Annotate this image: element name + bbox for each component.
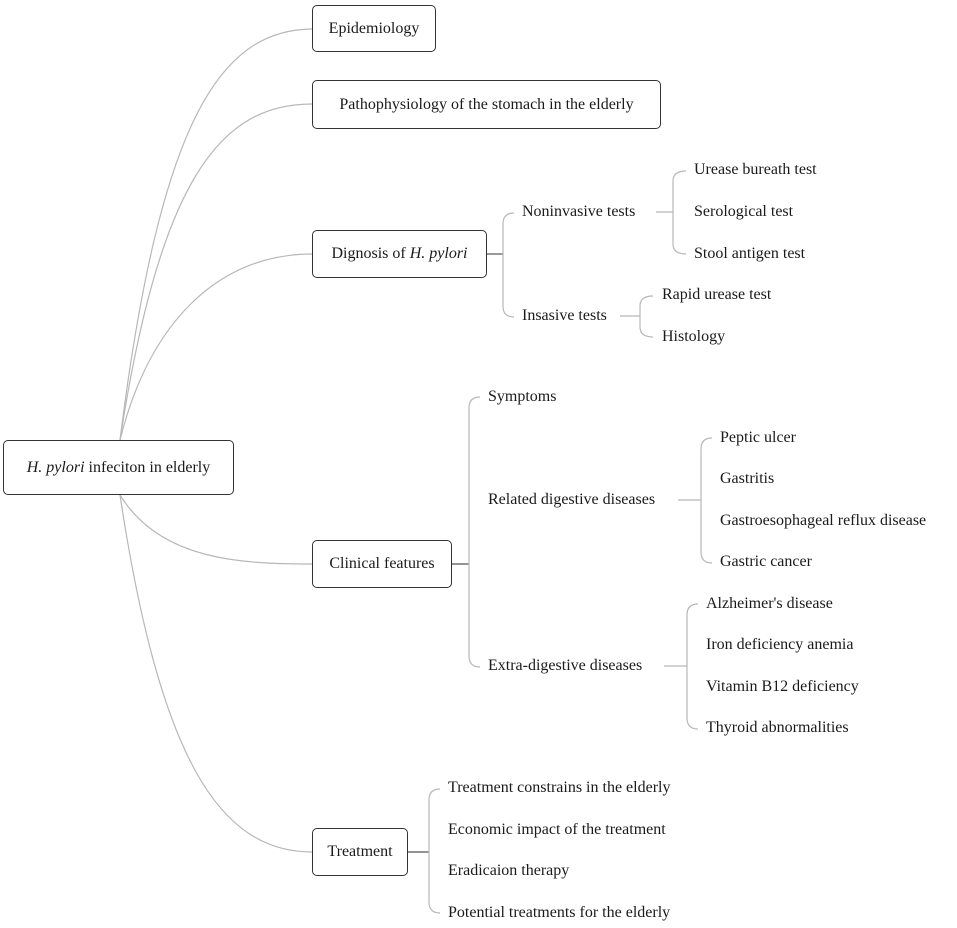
digestive-item: Gastric cancer xyxy=(720,553,812,570)
noninvasive-item: Stool antigen test xyxy=(694,245,806,262)
digestive-item: Gastroesophageal reflux disease xyxy=(720,512,927,529)
link-root-pathophysiology xyxy=(119,103,313,441)
invasive-item: Histology xyxy=(662,328,726,345)
bracket-noninvasive xyxy=(672,170,687,255)
noninvasive-item: Serological test xyxy=(694,203,794,220)
diagnosis-label-prefix: Dignosis of xyxy=(331,245,410,262)
treatment-item: Economic impact of the treatment xyxy=(448,821,666,838)
digestive-item: Peptic ulcer xyxy=(720,429,796,446)
pathophysiology-node: Pathophysiology of the stomach in the el… xyxy=(312,80,661,129)
link-root-diagnosis xyxy=(119,253,313,441)
epidemiology-label: Epidemiology xyxy=(328,19,420,37)
extra-digestive-diseases-label: Extra-digestive diseases xyxy=(488,657,643,674)
pathophysiology-label: Pathophysiology of the stomach in the el… xyxy=(339,95,634,113)
root-label-rest: infeciton in elderly xyxy=(84,458,211,476)
extra-digestive-item: Thyroid abnormalities xyxy=(706,719,849,736)
diagnosis-label-italic: H. pylori xyxy=(409,245,468,262)
epidemiology-node: Epidemiology xyxy=(312,5,436,52)
invasive-item: Rapid urease test xyxy=(662,286,772,303)
digestive-item: Gastritis xyxy=(720,470,775,487)
link-root-clinical xyxy=(119,494,313,565)
treatment-item: Potential treatments for the elderly xyxy=(448,904,671,921)
diagnosis-node: Dignosis of H. pylori xyxy=(312,230,487,278)
bracket-extra xyxy=(686,603,699,730)
extra-digestive-item: Alzheimer's disease xyxy=(706,595,833,612)
treatment-item: Eradicaion therapy xyxy=(448,862,570,879)
treatment-label: Treatment xyxy=(327,843,393,860)
treatment-item: Treatment constrains in the elderly xyxy=(448,779,671,796)
treatment-node: Treatment xyxy=(312,828,408,876)
root-label-italic: H. pylori xyxy=(26,458,85,476)
bracket-treatment xyxy=(428,788,441,914)
extra-digestive-item: Vitamin B12 deficiency xyxy=(706,678,859,695)
bracket-digestive xyxy=(700,437,713,564)
bracket-diagnosis xyxy=(502,212,515,318)
symptoms-label: Symptoms xyxy=(488,388,557,405)
link-root-epidemiology xyxy=(119,28,313,441)
root-node: H. pylori infeciton in elderly xyxy=(3,440,234,495)
clinical-features-node: Clinical features xyxy=(312,540,452,588)
link-root-treatment xyxy=(119,494,313,853)
invasive-tests-label: Insasive tests xyxy=(522,307,607,324)
extra-digestive-item: Iron deficiency anemia xyxy=(706,636,854,653)
noninvasive-item: Urease bureath test xyxy=(694,161,817,178)
digestive-diseases-label: Related digestive diseases xyxy=(488,491,656,508)
bracket-clinical xyxy=(468,396,481,668)
noninvasive-tests-label: Noninvasive tests xyxy=(522,203,636,220)
bracket-invasive xyxy=(639,295,654,338)
clinical-features-label: Clinical features xyxy=(329,555,435,572)
